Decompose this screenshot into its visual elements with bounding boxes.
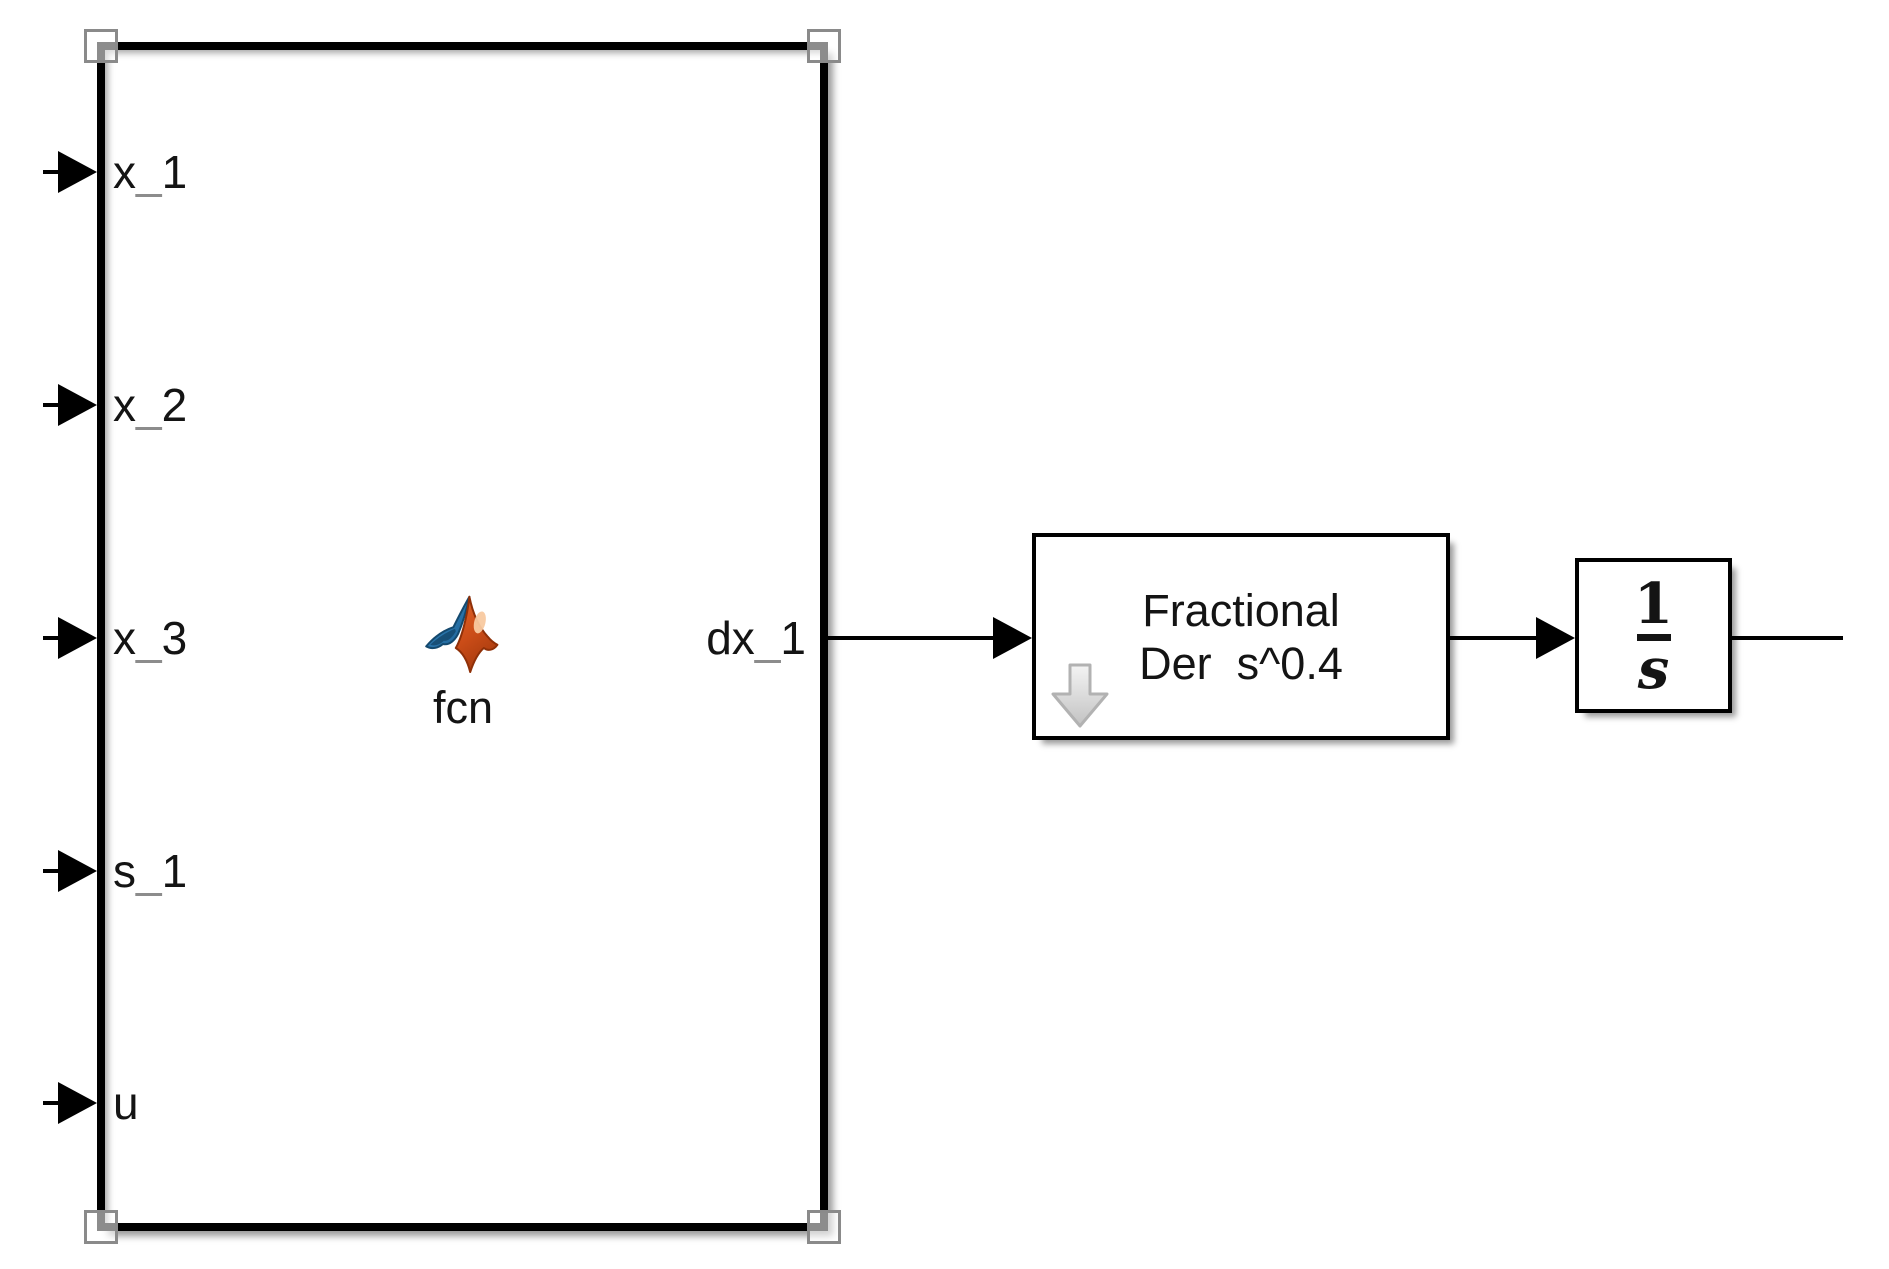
fractional-derivative-block[interactable]: Fractional Der s^0.4 <box>1032 533 1450 740</box>
fcn-label: fcn <box>432 682 494 733</box>
fractional-block-label-line2: Der s^0.4 <box>1139 637 1343 689</box>
fraction-bar <box>1636 633 1671 641</box>
wire-arrow-icon <box>1536 617 1575 659</box>
wire-dx1-to-fractional[interactable] <box>828 636 1004 640</box>
input-port-label-s-1: s_1 <box>113 845 188 897</box>
input-arrow-icon <box>58 850 97 892</box>
fractional-block-label-line1: Fractional <box>1142 584 1340 636</box>
selection-handle-top-right[interactable] <box>807 29 841 63</box>
input-wire-s-1[interactable] <box>43 869 63 873</box>
selection-handle-bottom-left[interactable] <box>84 1210 118 1244</box>
input-port-label-x-1: x_1 <box>113 146 188 198</box>
wire-arrow-icon <box>993 617 1032 659</box>
input-arrow-icon <box>58 617 97 659</box>
selection-handle-bottom-right[interactable] <box>807 1210 841 1244</box>
output-port-label-dx-1: dx_1 <box>706 612 806 664</box>
input-wire-x-1[interactable] <box>43 170 63 174</box>
integrator-block[interactable]: 1 s <box>1575 558 1732 713</box>
selection-handle-top-left[interactable] <box>84 29 118 63</box>
input-port-label-u: u <box>113 1077 139 1129</box>
matlab-logo-icon <box>423 592 503 685</box>
input-wire-u[interactable] <box>43 1101 63 1105</box>
input-wire-x-2[interactable] <box>43 403 63 407</box>
input-arrow-icon <box>58 151 97 193</box>
integrator-denominator: s <box>1637 635 1670 702</box>
wire-fractional-to-integrator[interactable] <box>1450 636 1540 640</box>
input-wire-x-3[interactable] <box>43 636 63 640</box>
input-port-label-x-3: x_3 <box>113 612 188 664</box>
input-port-label-x-2: x_2 <box>113 379 188 431</box>
input-arrow-icon <box>58 384 97 426</box>
integrator-numerator: 1 <box>1634 570 1673 637</box>
wire-integrator-output[interactable] <box>1732 636 1843 640</box>
down-arrow-icon <box>1049 662 1111 730</box>
input-arrow-icon <box>58 1082 97 1124</box>
